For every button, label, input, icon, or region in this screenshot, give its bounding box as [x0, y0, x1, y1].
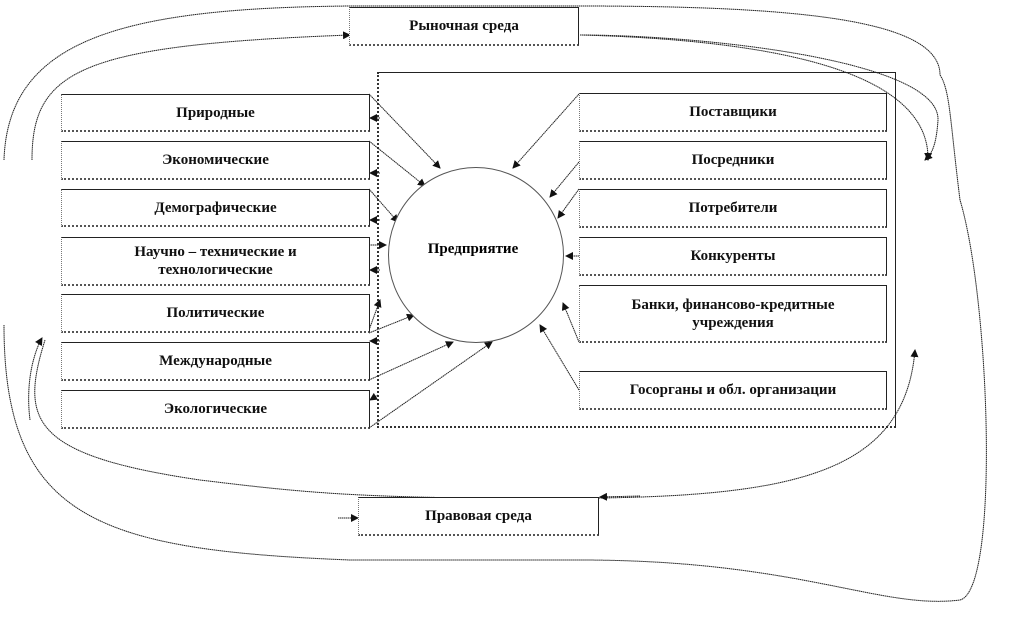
market-environment-box: Рыночная среда [349, 7, 579, 46]
micro-factor-government: Госорганы и обл. организации [579, 371, 887, 410]
micro-factor-intermediaries: Посредники [579, 141, 887, 180]
micro-factor-suppliers: Поставщики [579, 93, 887, 132]
macro-factor-international: Международные [61, 342, 370, 381]
enterprise-label: Предприятие [427, 240, 519, 257]
legal-arrow-right [599, 492, 641, 501]
macro-factor-natural: Природные [61, 94, 370, 132]
inner-loop-bottom [34, 339, 919, 499]
macro-factor-ecological: Экологические [61, 390, 370, 429]
inner-loop-top [31, 31, 351, 161]
outer-loop-bottom [3, 74, 987, 602]
enterprise-circle: Предприятие [388, 167, 564, 343]
legal-environment-box: Правовая среда [358, 497, 599, 536]
left-up-arrow [28, 337, 43, 421]
micro-factor-consumers: Потребители [579, 189, 887, 228]
macro-factor-demographic: Демографические [61, 189, 370, 227]
macro-factor-economic: Экономические [61, 141, 370, 180]
top-right-curve [579, 34, 939, 161]
internal-environment-frame [377, 72, 896, 428]
outer-loop-top [3, 5, 941, 161]
outer-arrow-left [579, 34, 933, 161]
macro-factor-scientific-technical: Научно – технические и технологические [61, 237, 370, 286]
macro-factor-political: Политические [61, 294, 370, 333]
micro-factor-banks: Банки, финансово-кредитные учреждения [579, 285, 887, 343]
micro-factor-competitors: Конкуренты [579, 237, 887, 276]
